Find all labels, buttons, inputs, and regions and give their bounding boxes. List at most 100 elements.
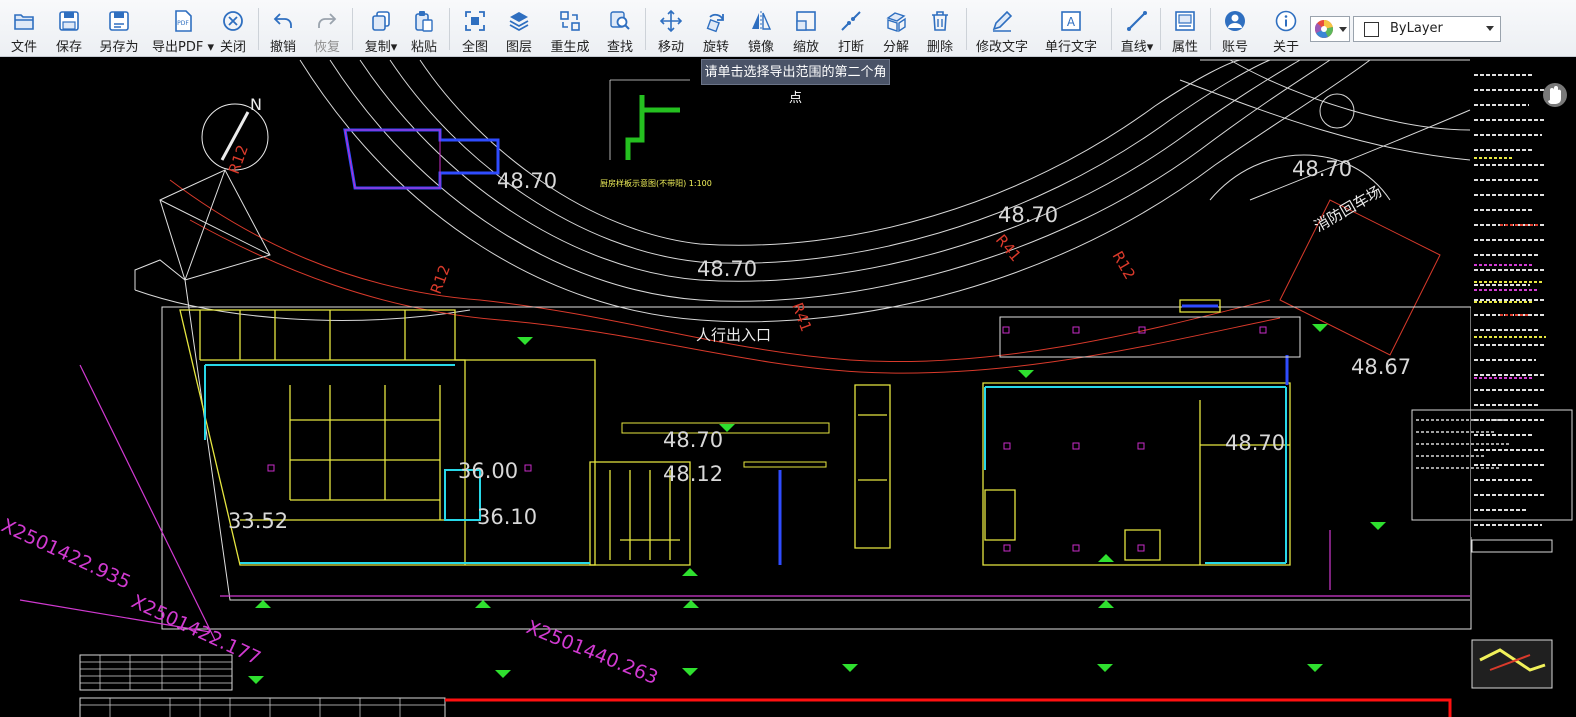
line-button[interactable]: 直线▾	[1119, 0, 1155, 56]
redo-label: 恢复	[313, 40, 340, 55]
copy-button[interactable]: 复制▾	[364, 0, 398, 56]
redo-icon	[314, 8, 340, 34]
pdf-icon: PDF	[170, 8, 196, 34]
about-button[interactable]: 关于	[1271, 0, 1301, 56]
hand-cursor-icon	[1543, 83, 1567, 107]
line-icon	[1124, 8, 1150, 34]
delete-button[interactable]: 删除	[925, 0, 955, 56]
mirror-label: 镜像	[747, 40, 774, 55]
drawing-canvas[interactable]: N	[0, 57, 1576, 717]
notes-column	[1411, 57, 1576, 689]
toolbar-separator	[1160, 8, 1161, 50]
folder-icon	[11, 8, 37, 34]
export-pdf-button[interactable]: PDF 导出PDF ▾	[152, 0, 214, 56]
chevron-down-icon	[1486, 26, 1494, 31]
edit-text-button[interactable]: 修改文字	[976, 0, 1028, 56]
line-label: 直线▾	[1120, 40, 1154, 55]
text-icon: A	[1058, 8, 1084, 34]
toolbar-separator	[258, 8, 259, 50]
move-icon	[658, 8, 684, 34]
copy-text: 复制	[364, 40, 391, 55]
zoom-all-button[interactable]: 全图	[460, 0, 490, 56]
layers-icon	[506, 8, 532, 34]
scale-label: 缩放	[792, 40, 819, 55]
mirror-button[interactable]: 镜像	[746, 0, 776, 56]
toolbar-separator	[1111, 8, 1112, 50]
command-prompt-tooltip: 请单击选择导出范围的第二个角点	[701, 59, 890, 106]
save-icon	[56, 8, 82, 34]
rotate-button[interactable]: 旋转	[701, 0, 731, 56]
copy-label: 复制▾	[364, 40, 398, 55]
rotate-icon	[703, 8, 729, 34]
redo-button[interactable]: 恢复	[312, 0, 342, 56]
file-button[interactable]: 文件	[8, 0, 40, 56]
layer-dropdown-value: ByLayer	[1390, 21, 1443, 36]
trash-icon	[927, 8, 953, 34]
move-button[interactable]: 移动	[656, 0, 686, 56]
toolbar-separator	[645, 8, 646, 50]
close-button[interactable]: 关闭	[218, 0, 248, 56]
user-icon	[1222, 8, 1248, 34]
save-button[interactable]: 保存	[54, 0, 84, 56]
title-block	[79, 654, 1452, 717]
zoom-all-label: 全图	[461, 40, 488, 55]
break-label: 打断	[837, 40, 864, 55]
find-icon	[607, 8, 633, 34]
regen-icon	[557, 8, 583, 34]
account-label: 账号	[1221, 40, 1248, 55]
line-text: 直线	[1120, 40, 1147, 55]
layer-color-swatch	[1364, 22, 1379, 37]
about-label: 关于	[1272, 40, 1299, 55]
single-text-label: 单行文字	[1045, 40, 1098, 55]
copy-icon	[368, 8, 394, 34]
elevation-label: 48.70	[1225, 431, 1285, 455]
undo-icon	[270, 8, 296, 34]
elevation-label: 33.52	[228, 509, 288, 533]
elevation-label: 48.12	[663, 462, 723, 486]
entrance-label: 人行出入口	[696, 326, 771, 344]
color-selector[interactable]	[1310, 16, 1350, 42]
zoom-extents-icon	[462, 8, 488, 34]
toolbar-separator	[352, 8, 353, 50]
export-pdf-text: 导出PDF	[152, 40, 204, 55]
account-button[interactable]: 账号	[1220, 0, 1250, 56]
svg-text:N: N	[250, 95, 262, 114]
delete-label: 删除	[926, 40, 953, 55]
elevation-label: 48.70	[998, 203, 1058, 227]
regen-label: 重生成	[550, 40, 590, 55]
explode-button[interactable]: 分解	[881, 0, 911, 56]
toolbar-separator	[966, 8, 967, 50]
single-text-button[interactable]: A 单行文字	[1045, 0, 1097, 56]
pencil-icon	[989, 8, 1015, 34]
properties-button[interactable]: 属性	[1170, 0, 1200, 56]
undo-button[interactable]: 撤销	[268, 0, 298, 56]
elevation-label: 48.70	[497, 169, 557, 193]
file-label: 文件	[10, 40, 37, 55]
elevation-label: 36.00	[458, 459, 518, 483]
layers-button[interactable]: 图层	[504, 0, 534, 56]
explode-label: 分解	[882, 40, 909, 55]
scale-icon	[793, 8, 819, 34]
find-label: 查找	[606, 40, 633, 55]
paste-button[interactable]: 粘贴	[409, 0, 439, 56]
properties-icon	[1172, 8, 1198, 34]
find-button[interactable]: 查找	[605, 0, 635, 56]
color-wheel-icon	[1314, 19, 1347, 38]
elevation-label: 48.70	[663, 428, 723, 452]
close-icon	[220, 8, 246, 34]
toolbar-separator	[1210, 8, 1211, 50]
break-button[interactable]: 打断	[836, 0, 866, 56]
mirror-icon	[748, 8, 774, 34]
svg-text:A: A	[1067, 15, 1076, 29]
layer-dropdown[interactable]: ByLayer	[1353, 16, 1501, 42]
save-as-icon	[106, 8, 132, 34]
paste-label: 粘贴	[410, 40, 437, 55]
save-as-button[interactable]: 另存为	[99, 0, 139, 56]
regen-button[interactable]: 重生成	[550, 0, 590, 56]
save-label: 保存	[55, 40, 82, 55]
scale-button[interactable]: 缩放	[791, 0, 821, 56]
edit-text-label: 修改文字	[976, 40, 1029, 55]
save-as-label: 另存为	[99, 40, 139, 55]
break-icon	[838, 8, 864, 34]
explode-icon	[883, 8, 909, 34]
